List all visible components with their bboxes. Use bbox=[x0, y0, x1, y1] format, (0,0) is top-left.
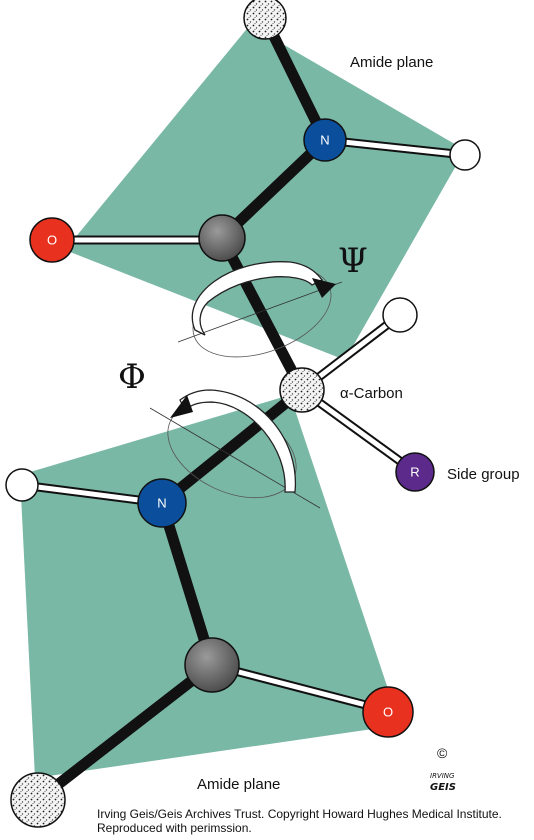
credit-line-2: Reproduced with perimssion. bbox=[97, 821, 252, 835]
carbon-alpha-prev-atom bbox=[243, 0, 287, 40]
oxygen-label-bottom: O bbox=[383, 705, 393, 720]
credit-line-1: Irving Geis/Geis Archives Trust. Copyrig… bbox=[97, 807, 502, 821]
copyright-symbol: © bbox=[437, 745, 448, 761]
alpha-carbon-label: α-Carbon bbox=[340, 385, 403, 402]
psi-label: Ψ bbox=[338, 241, 368, 281]
phi-label: Φ bbox=[118, 357, 146, 397]
carbonyl-carbon-bottom bbox=[184, 637, 240, 693]
amide-plane-label-bottom: Amide plane bbox=[197, 776, 280, 793]
carbon-alpha-next-atom bbox=[10, 772, 66, 828]
oxygen-atom-top bbox=[29, 217, 75, 263]
alpha-carbon-atom bbox=[279, 367, 325, 413]
psi-axis-line bbox=[177, 281, 343, 343]
carbonyl-carbon-top bbox=[198, 214, 246, 262]
oxygen-label-top: O bbox=[47, 233, 57, 248]
amide-plane-label-top: Amide plane bbox=[350, 54, 433, 71]
credit-text: Irving Geis/Geis Archives Trust. Copyrig… bbox=[97, 807, 527, 835]
nitrogen-label-bottom: N bbox=[157, 496, 166, 511]
hydrogen-atom-top bbox=[449, 139, 481, 171]
svg-text:GEIS: GEIS bbox=[430, 782, 456, 793]
signature-logo: IRVING GEIS bbox=[430, 772, 456, 793]
amide-plane-bottom bbox=[20, 395, 400, 778]
hydrogen-atom-bottom bbox=[5, 468, 39, 502]
backbone-bonds bbox=[32, 12, 331, 806]
oxygen-atom-bottom bbox=[362, 686, 414, 738]
psi-rotation-arrow bbox=[191, 261, 336, 358]
phi-rotation-arrow bbox=[167, 389, 297, 499]
r-group-atom bbox=[395, 452, 435, 492]
hydrogen-atom-alpha bbox=[382, 297, 418, 333]
nitrogen-atom-bottom bbox=[137, 478, 187, 528]
nitrogen-label-top: N bbox=[320, 133, 329, 148]
nitrogen-atom-top bbox=[303, 118, 347, 162]
r-group-label: R bbox=[410, 465, 419, 480]
svg-text:IRVING: IRVING bbox=[430, 772, 455, 780]
side-group-label: Side group bbox=[447, 466, 520, 483]
